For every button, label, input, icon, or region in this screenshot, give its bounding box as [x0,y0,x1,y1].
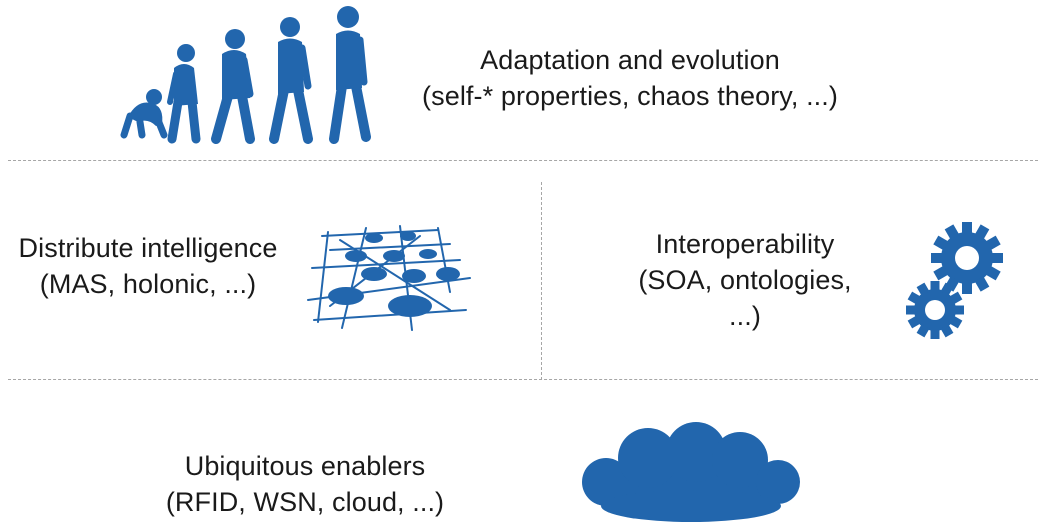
interoperability-label: Interoperability (SOA, ontologies, ...) [600,226,890,334]
network-icon [300,222,475,334]
intelligence-title: Distribute intelligence [18,233,278,263]
divider-top [8,160,1038,161]
enablers-label: Ubiquitous enablers (RFID, WSN, cloud, .… [140,448,470,520]
evolution-detail: (self-* properties, chaos theory, ...) [422,81,838,111]
divider-bottom [8,379,1038,380]
intelligence-detail: (MAS, holonic, ...) [39,269,257,299]
gears-icon [905,220,1009,340]
interoperability-title: Interoperability [655,229,835,259]
evolution-title: Adaptation and evolution [480,45,780,75]
enablers-detail: (RFID, WSN, cloud, ...) [165,487,445,517]
interoperability-detail-line2: ...) [729,301,761,331]
enablers-title: Ubiquitous enablers [184,451,426,481]
intelligence-label: Distribute intelligence (MAS, holonic, .… [0,230,296,302]
interoperability-detail-line1: (SOA, ontologies, [638,265,852,295]
cloud-icon [578,420,804,524]
divider-vertical [541,182,542,380]
evolution-icon [118,2,378,147]
evolution-label: Adaptation and evolution (self-* propert… [400,42,860,114]
